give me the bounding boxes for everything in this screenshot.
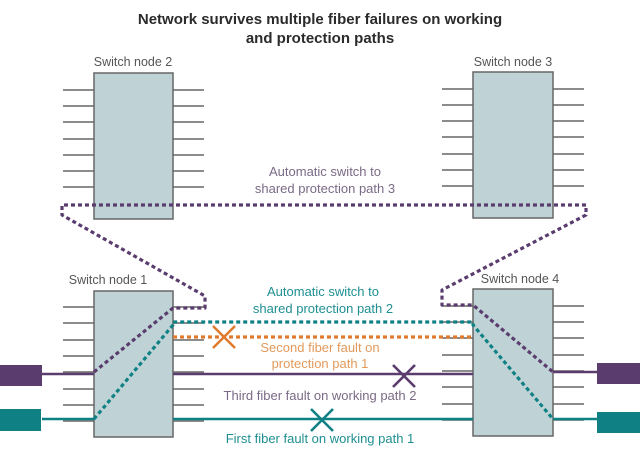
- protection-path-3-label-line1: Automatic switch to: [269, 164, 381, 179]
- node-3-box: [472, 71, 554, 219]
- switch-nodes: [93, 71, 554, 438]
- fault-3-x-icon: [392, 364, 416, 388]
- fault-1-x-icon-stroke-b: [310, 408, 334, 432]
- working-path-2-left-terminal: [0, 365, 42, 386]
- fault-markers: [212, 325, 416, 432]
- protection-path-2-label-line1: Automatic switch to: [267, 284, 379, 299]
- fault-2-x-icon: [212, 325, 236, 349]
- switch-node-4-label: Switch node 4: [481, 272, 560, 286]
- switch-node-3-label: Switch node 3: [474, 55, 553, 69]
- fault-2-label-line2: protection path 1: [272, 356, 369, 371]
- working-path-1-left-terminal: [0, 409, 41, 431]
- working-path-1-right-terminal: [597, 412, 640, 433]
- fault-1-label: First fiber fault on working path 1: [226, 431, 415, 446]
- fault-2-label-line1: Second fiber fault on: [260, 340, 379, 355]
- fault-3-label: Third fiber fault on working path 2: [224, 388, 417, 403]
- fault-3-x-icon-stroke-b: [392, 364, 416, 388]
- working-path-2-right-terminal: [597, 363, 640, 384]
- fault-1-x-icon: [310, 408, 334, 432]
- node-1-box: [93, 290, 174, 438]
- fiber-links: [42, 203, 597, 421]
- switch-node-1-label: Switch node 1: [69, 273, 148, 287]
- diagram-title-line2: and protection paths: [246, 30, 394, 47]
- protection-path-3-line: [60, 203, 588, 374]
- diagram-title-line1: Network survives multiple fiber failures…: [138, 11, 502, 28]
- terminals: [0, 363, 640, 433]
- node-2-box: [93, 72, 174, 220]
- switch-node-2-label: Switch node 2: [94, 55, 173, 69]
- protection-path-2-line: [92, 320, 555, 421]
- fault-2-x-icon-stroke-b: [212, 325, 236, 349]
- protection-path-3-label-line2: shared protection path 3: [255, 181, 395, 196]
- protection-path-2-label-line2: shared protection path 2: [253, 301, 393, 316]
